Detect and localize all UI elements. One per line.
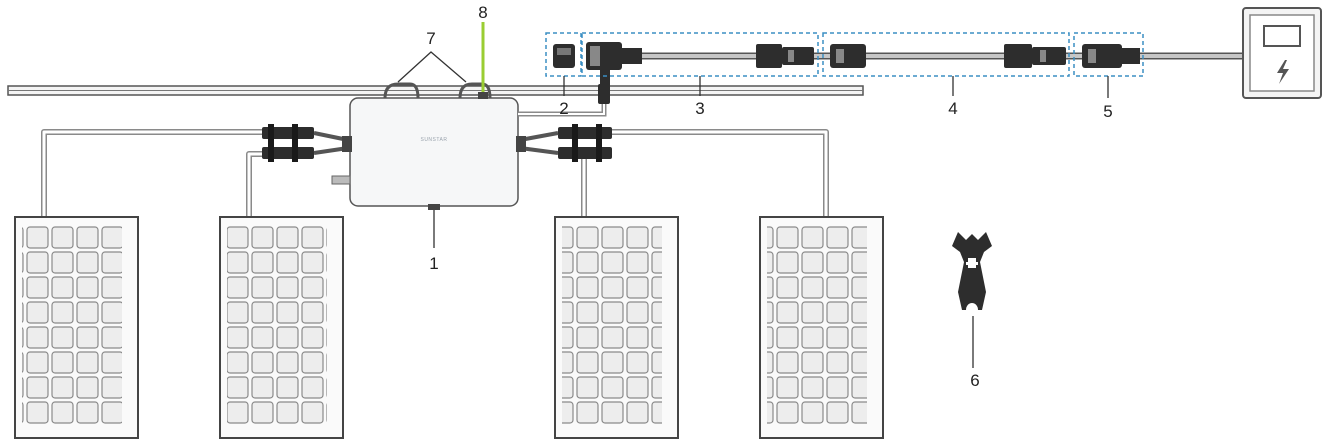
lightning-icon — [1277, 60, 1289, 84]
ac-drop-cable — [518, 84, 610, 117]
microinverter: SUNSTAR — [331, 82, 526, 210]
label-7: 7 — [426, 29, 435, 48]
callout-lines — [397, 51, 1109, 368]
inverter-brand-label: SUNSTAR — [420, 137, 447, 143]
extension-cable — [830, 44, 1066, 68]
end-cap — [553, 44, 575, 68]
label-4: 4 — [948, 99, 957, 118]
dashed-callout-boxes — [545, 32, 1144, 77]
solar-panel-1 — [14, 216, 139, 439]
disconnect-tool-icon — [952, 232, 992, 317]
solar-panel-4 — [759, 216, 884, 439]
label-5: 5 — [1103, 102, 1112, 121]
solar-panel-3 — [554, 216, 679, 439]
power-meter-icon — [1242, 7, 1322, 99]
left-dc-connectors — [262, 124, 349, 162]
label-8: 8 — [478, 3, 487, 22]
trunk-cable-with-tee — [586, 42, 814, 86]
label-3: 3 — [695, 99, 704, 118]
label-6: 6 — [970, 371, 979, 390]
mounting-rail — [7, 85, 864, 96]
right-dc-connectors — [519, 124, 612, 162]
ac-connector — [1082, 44, 1140, 68]
label-2: 2 — [559, 99, 568, 118]
solar-panel-2 — [219, 216, 344, 439]
label-1: 1 — [429, 254, 438, 273]
